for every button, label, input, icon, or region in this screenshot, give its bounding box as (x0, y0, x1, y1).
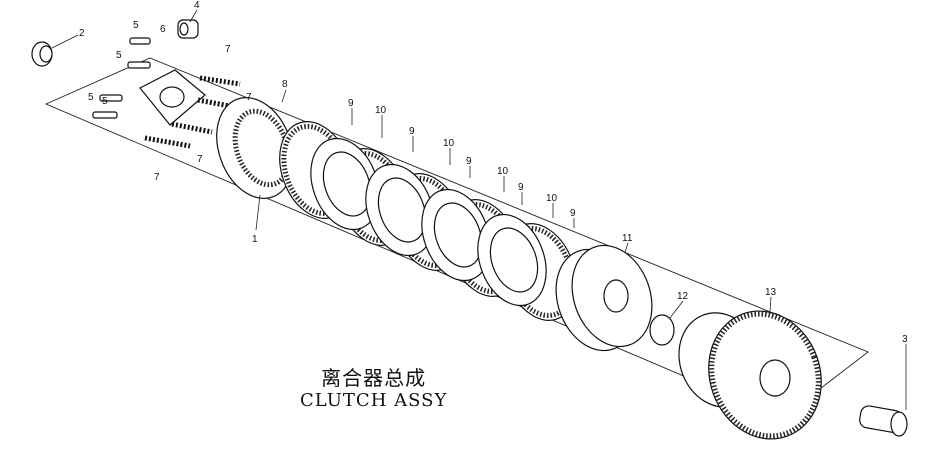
callout-leaders (51, 9, 907, 410)
callout-9: 9 (348, 98, 354, 109)
callout-9: 9 (570, 208, 576, 219)
part-11-pressure-disc (555, 244, 653, 352)
callout-5: 5 (88, 92, 94, 103)
part-3-sleeve (859, 405, 908, 437)
part-13-clutch-housing (678, 310, 822, 440)
callout-5: 5 (133, 20, 139, 31)
part-2-bushing (31, 41, 53, 67)
callout-5: 5 (116, 50, 122, 61)
callout-10: 10 (443, 138, 455, 149)
callout-2: 2 (79, 28, 85, 39)
callout-5: 5 (102, 96, 108, 107)
callout-11: 11 (622, 233, 633, 244)
callout-8: 8 (282, 79, 288, 90)
title-english: CLUTCH ASSY (300, 390, 448, 411)
callout-3: 3 (902, 334, 908, 345)
callout-7: 7 (225, 44, 231, 55)
callout-10: 10 (375, 105, 387, 116)
callout-13: 13 (765, 287, 777, 298)
diagram-title: 离合器总成 CLUTCH ASSY (300, 362, 447, 411)
part-12-washer (649, 314, 675, 346)
callout-12: 12 (677, 291, 689, 302)
part-10-steel-plates (310, 137, 547, 307)
part-4-collar (177, 19, 199, 39)
callout-7: 7 (154, 172, 160, 183)
callout-7: 7 (246, 92, 252, 103)
callout-1: 1 (252, 234, 258, 245)
part-5-bolts (92, 37, 151, 119)
callout-7: 7 (197, 154, 203, 165)
callout-9: 9 (409, 126, 415, 137)
callout-6: 6 (160, 24, 166, 35)
callout-9: 9 (518, 182, 524, 193)
callout-9: 9 (466, 156, 472, 167)
callout-4: 4 (194, 0, 200, 11)
part-7-springs (144, 75, 241, 149)
title-chinese: 离合器总成 (321, 366, 427, 390)
callout-10: 10 (546, 193, 558, 204)
callout-10: 10 (497, 166, 509, 177)
